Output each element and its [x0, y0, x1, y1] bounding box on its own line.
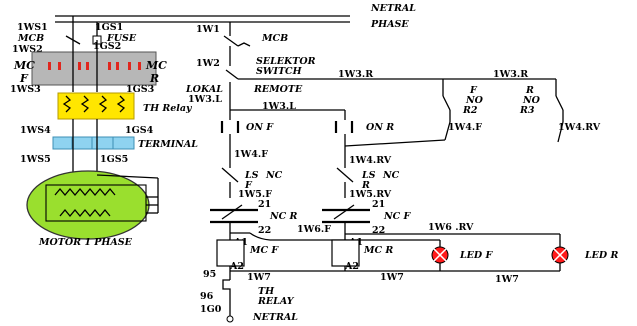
- label-nc-r: NC R: [269, 211, 298, 222]
- label-1w6f: 1W6.F: [297, 224, 331, 235]
- label-1w3r-a: 1W3.R: [338, 69, 373, 80]
- coil-mc-f: [216, 239, 245, 267]
- label-1g0: 1G0: [200, 304, 222, 315]
- label-th-relay-motor: TH Relay: [143, 103, 193, 114]
- thermal-relay-block: [57, 92, 135, 120]
- label-1gs3: 1GS3: [126, 84, 154, 95]
- label-led-f: LED F: [459, 250, 493, 261]
- label-96: 96: [200, 291, 214, 302]
- terminal-block: [52, 136, 135, 150]
- label-1ws5: 1WS5: [20, 154, 51, 165]
- label-21-b: 21: [372, 199, 385, 210]
- label-terminal: TERMINAL: [138, 139, 198, 150]
- label-mc-r2: R: [149, 72, 159, 85]
- label-f-small: F: [244, 180, 253, 191]
- label-mc: MC: [13, 59, 35, 72]
- label-1w7-b: 1W7: [380, 272, 404, 283]
- label-95: 95: [203, 269, 216, 280]
- label-1gs4: 1GS4: [125, 125, 154, 136]
- phase-rail-label: PHASE: [370, 19, 409, 30]
- label-22-b: 22: [372, 225, 385, 236]
- label-1ws2: 1WS2: [12, 44, 43, 55]
- label-mcb-control: MCB: [261, 33, 288, 44]
- label-no-b: NO: [522, 95, 541, 106]
- label-1gs5: 1GS5: [100, 154, 128, 165]
- label-mc-f-coil: MC F: [249, 245, 279, 256]
- label-r3: R3: [519, 105, 535, 116]
- label-1w4rv-a: 1W4.RV: [349, 155, 392, 166]
- motor-power-circuit: 1WS1 1GS1 MCB FUSE 1WS2 1GS2 MC F MC R 1…: [10, 16, 198, 248]
- label-1gs1: 1GS1: [95, 22, 123, 33]
- label-ls-r: LS: [361, 170, 376, 181]
- label-mcb-motor: MCB: [17, 33, 44, 44]
- label-remote: REMOTE: [253, 84, 303, 95]
- label-1w4rv-b: 1W4.RV: [558, 122, 601, 133]
- label-relay: RELAY: [257, 296, 295, 307]
- label-motor: MOTOR 1 PHASE: [38, 237, 133, 248]
- label-1w7-c: 1W7: [495, 274, 519, 285]
- motor-symbol: [26, 170, 150, 240]
- label-1gs2: 1GS2: [93, 41, 121, 52]
- label-1w7-a: 1W7: [247, 272, 271, 283]
- label-on-f: ON F: [246, 122, 274, 133]
- label-nc-f: NC F: [383, 211, 412, 222]
- label-mc-r1: MC: [145, 59, 167, 72]
- label-no-a: NO: [465, 95, 484, 106]
- label-1w1: 1W1: [196, 24, 220, 35]
- label-r-small: R: [361, 180, 370, 191]
- label-1w5rv: 1W5.RV: [349, 189, 392, 200]
- label-f: F: [469, 85, 478, 96]
- label-th: TH: [258, 286, 275, 297]
- label-r: R: [525, 85, 534, 96]
- label-a2-b: A2: [344, 261, 359, 272]
- label-1w4f-b: 1W4.F: [448, 122, 482, 133]
- label-on-r: ON R: [366, 122, 394, 133]
- label-1ws3: 1WS3: [10, 84, 41, 95]
- label-selektor: SELEKTOR: [256, 56, 316, 67]
- label-1w5f: 1W5.F: [238, 189, 272, 200]
- neutral-rail-label: NETRAL: [370, 3, 416, 14]
- label-1w4f-a: 1W4.F: [234, 149, 268, 160]
- control-circuit: 1W1 MCB 1W2 SELEKTOR SWITCH 1W3.R 1W3.R …: [185, 22, 618, 323]
- label-1w3r-b: 1W3.R: [493, 69, 528, 80]
- label-1ws4: 1WS4: [20, 125, 51, 136]
- label-fuse: FUSE: [106, 33, 137, 44]
- label-1w3l-b: 1W3.L: [262, 101, 296, 112]
- label-22-a: 22: [258, 225, 271, 236]
- label-1w2: 1W2: [196, 58, 220, 69]
- label-ls-f: LS: [244, 170, 259, 181]
- label-21-a: 21: [258, 199, 271, 210]
- label-nc-r-top: NC: [382, 170, 400, 181]
- label-1w6rv: 1W6 .RV: [428, 222, 474, 233]
- label-lokal: LOKAL: [185, 84, 223, 95]
- contactor-block: [31, 51, 157, 86]
- label-led-r: LED R: [584, 250, 618, 261]
- label-netral-bottom: NETRAL: [252, 312, 298, 323]
- label-nc-f-top: NC: [265, 170, 283, 181]
- supply-rails: NETRAL PHASE: [55, 3, 416, 30]
- label-mc-f: F: [19, 72, 29, 85]
- label-1ws1: 1WS1: [17, 22, 48, 33]
- label-mc-r-coil: MC R: [363, 245, 393, 256]
- label-1w3l-a: 1W3.L: [188, 94, 222, 105]
- label-switch: SWITCH: [256, 66, 303, 77]
- label-r2: R2: [462, 105, 478, 116]
- label-a2-a: A2: [229, 261, 244, 272]
